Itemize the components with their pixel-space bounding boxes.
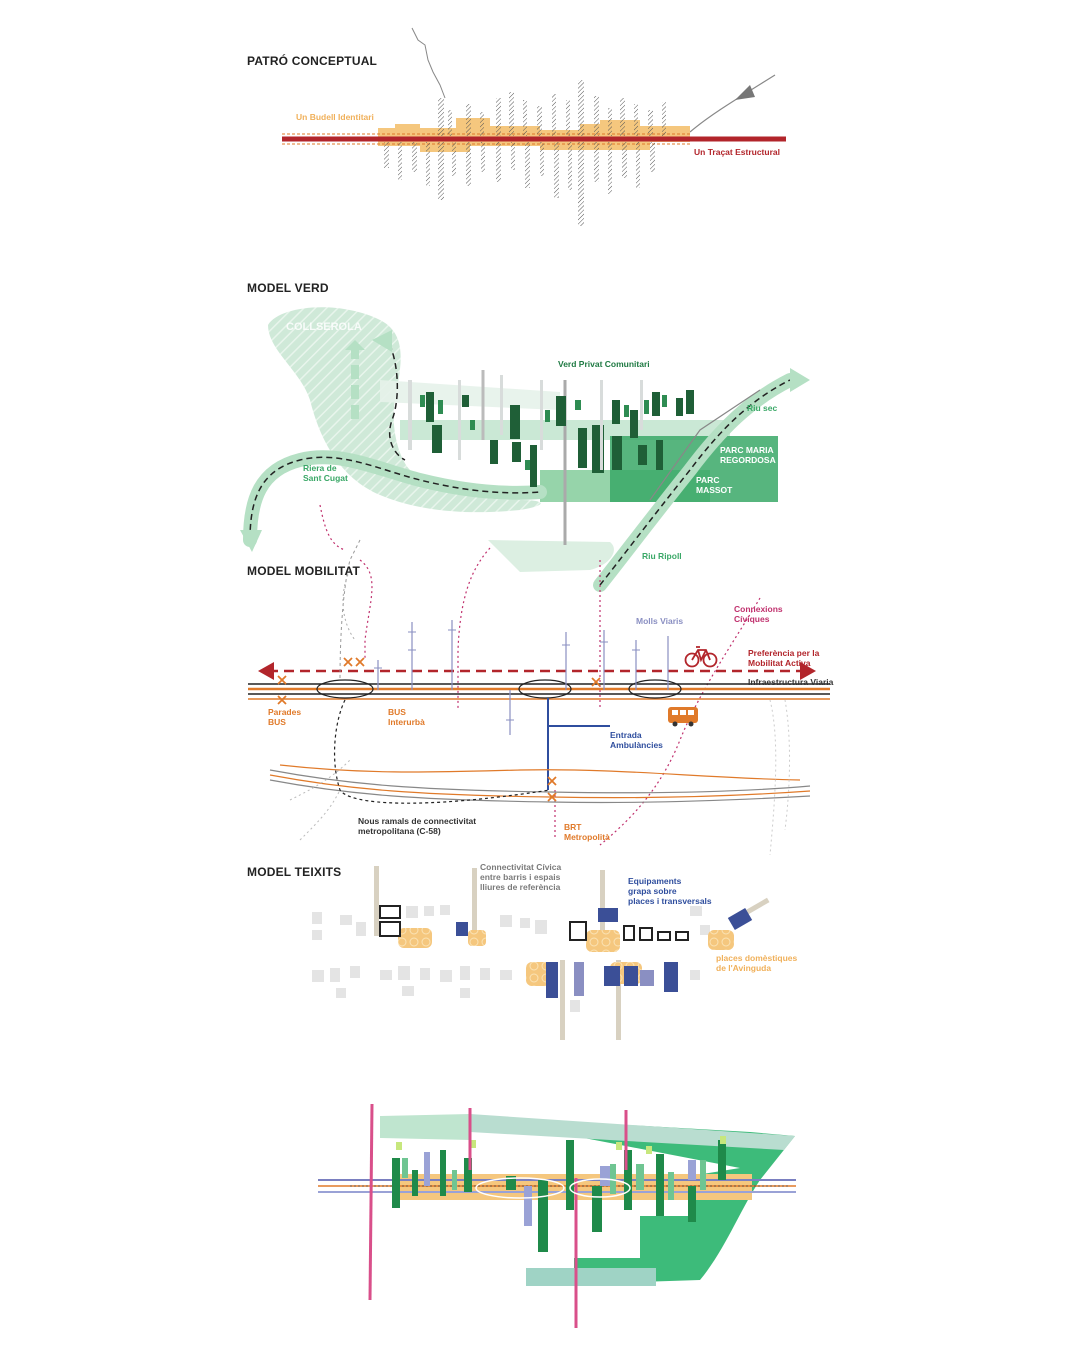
label-riera-line1: Riera de bbox=[303, 463, 337, 473]
bus-icon bbox=[668, 707, 698, 727]
section-title-mobilitat: MODEL MOBILITAT bbox=[247, 564, 360, 578]
label-places-line2: de l'Avinguda bbox=[716, 963, 772, 973]
label-nous-ramals-line2: metropolitana (C-58) bbox=[358, 826, 441, 836]
label-connexions-line2: Cíviques bbox=[734, 614, 770, 624]
label-equipaments-line2: grapa sobre bbox=[628, 886, 677, 896]
label-connectivitat-line2: entre barris i espais bbox=[480, 872, 561, 882]
label-places-line1: places domèstiques bbox=[716, 953, 798, 963]
label-connectivitat-line1: Connectivitat Cívica bbox=[480, 862, 562, 872]
label-riu-sec: Riu sec bbox=[747, 403, 778, 413]
label-brt-line2: Metropolità bbox=[564, 832, 610, 842]
label-parc-massot-line2: MASSOT bbox=[696, 485, 733, 495]
label-connexions-line1: Connexions bbox=[734, 604, 783, 614]
model-verd-graphic bbox=[240, 307, 810, 592]
synthesis-graphic bbox=[318, 1103, 796, 1328]
label-molls: Molls Viaris bbox=[636, 616, 684, 626]
label-collserola: COLLSEROLA bbox=[286, 321, 362, 333]
section-title-patro: PATRÓ CONCEPTUAL bbox=[247, 54, 378, 68]
label-budell: Un Budell Identitari bbox=[296, 112, 374, 122]
label-parc-massot-line1: PARC bbox=[696, 475, 720, 485]
label-riu-ripoll: Riu Ripoll bbox=[642, 551, 682, 561]
label-equipaments-line1: Equipaments bbox=[628, 876, 682, 886]
patro-conceptual-graphic bbox=[282, 27, 786, 226]
label-brt-line1: BRT bbox=[564, 822, 582, 832]
label-tracat: Un Traçat Estructural bbox=[694, 147, 780, 157]
section-title-teixits: MODEL TEIXITS bbox=[247, 865, 342, 879]
model-mobilitat-graphic bbox=[248, 504, 830, 856]
section-title-verd: MODEL VERD bbox=[247, 281, 329, 295]
label-equipaments-line3: places i transversals bbox=[628, 896, 712, 906]
label-bus-line2: Interurbà bbox=[388, 717, 425, 727]
label-entrada-line2: Ambulàncies bbox=[610, 740, 663, 750]
label-parades-line2: BUS bbox=[268, 717, 286, 727]
label-riera-line2: Sant Cugat bbox=[303, 473, 348, 483]
label-nous-ramals-line1: Nous ramals de connectivitat bbox=[358, 816, 477, 826]
label-verd-privat: Verd Privat Comunitari bbox=[558, 359, 650, 369]
label-connectivitat-line3: lliures de referència bbox=[480, 882, 561, 892]
model-teixits-graphic bbox=[312, 866, 770, 1040]
label-entrada-line1: Entrada bbox=[610, 730, 642, 740]
label-preferencia-line2: Mobilitat Activa bbox=[748, 658, 811, 668]
label-parades-line1: Parades bbox=[268, 707, 302, 717]
label-parc-maria-line2: REGORDOSA bbox=[720, 455, 776, 465]
label-preferencia-line1: Preferència per la bbox=[748, 648, 820, 658]
label-bus-line1: BUS bbox=[388, 707, 406, 717]
label-parc-maria-line1: PARC MARIA bbox=[720, 445, 774, 455]
bicycle-icon bbox=[684, 646, 718, 668]
label-infraestructura: Infraestructura Viaria bbox=[748, 677, 834, 687]
